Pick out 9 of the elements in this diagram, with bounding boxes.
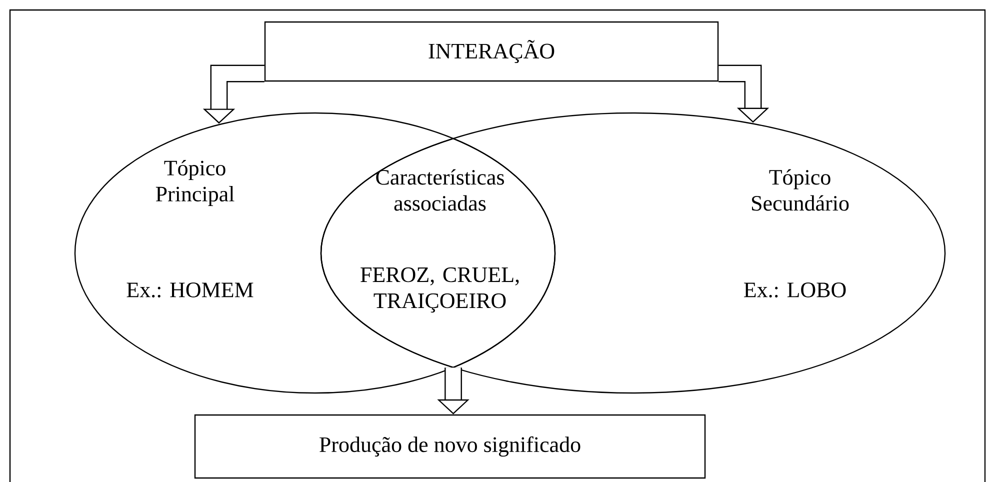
ellipse-text: Tópico Principal bbox=[156, 160, 234, 206]
text-box: Produção de novo significado bbox=[194, 414, 706, 479]
text-box: INTERAÇÃO bbox=[264, 21, 719, 82]
ellipse-text: Ex.: LOBO bbox=[744, 282, 846, 298]
ellipse-text: Ex.: HOMEM bbox=[126, 282, 254, 298]
ellipse-text: FEROZ, CRUEL, TRAIÇOEIRO bbox=[360, 267, 519, 313]
ellipse-text: Tópico Secundário bbox=[752, 169, 849, 211]
block-arrow bbox=[718, 64, 770, 123]
ellipse-text: Características associadas bbox=[376, 169, 504, 211]
